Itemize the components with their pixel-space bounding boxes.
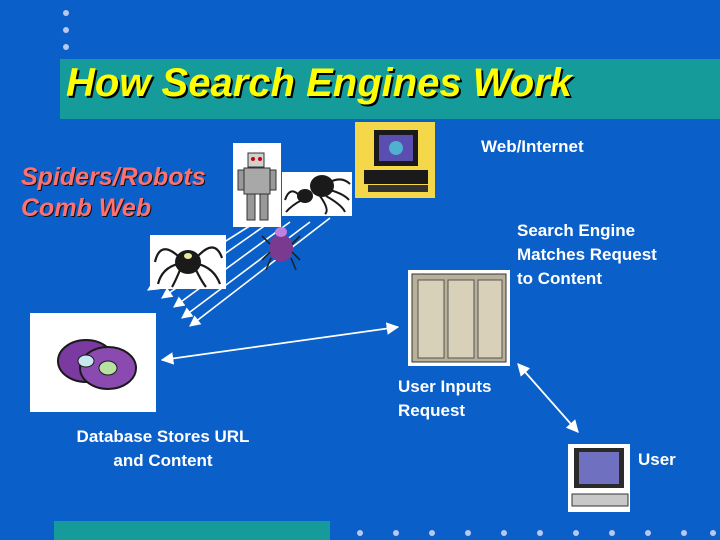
bullet-dot [501, 530, 507, 536]
crawl-arrow [173, 221, 291, 308]
spider-icon [282, 172, 352, 216]
search-engine-label: Search Engine Matches Request to Content [517, 219, 657, 291]
slide-title: How Search Engines Work [66, 61, 573, 105]
computer-icon [568, 444, 630, 512]
user-label: User [638, 450, 676, 469]
crawl-arrow [189, 217, 331, 327]
title-bar [60, 59, 720, 119]
server-icon [408, 270, 510, 366]
spiders-label-line: Spiders/Robots [21, 163, 206, 191]
spiders-robots-label: Spiders/Robots Comb Web [21, 162, 206, 224]
database-label: Database Stores URL and Content [60, 425, 266, 473]
bullet-dot [393, 530, 399, 536]
search-engine-label-line: to Content [517, 269, 602, 288]
bullet-dot [710, 530, 716, 536]
database-label-line: and Content [113, 451, 213, 470]
search-engine-label-line: Matches Request [517, 245, 657, 264]
cd-disc-icon [30, 313, 156, 412]
user-inputs-label-line: User Inputs [398, 377, 492, 396]
database-server-arrow [160, 322, 400, 365]
user-inputs-label-line: Request [398, 401, 466, 420]
bullet-dot [63, 44, 69, 50]
bullet-dot [357, 530, 363, 536]
robot-icon [233, 143, 281, 227]
bullet-dot [573, 530, 579, 536]
footer-bar [54, 521, 330, 540]
web-internet-label: Web/Internet [481, 137, 584, 156]
bullet-dot [609, 530, 615, 536]
globe-computer-icon [355, 122, 435, 198]
bullet-dot [429, 530, 435, 536]
spider-icon [150, 235, 226, 289]
bullet-dot [63, 27, 69, 33]
spiders-label-line: Comb Web [21, 194, 152, 222]
database-label-line: Database Stores URL [76, 427, 250, 446]
bullet-dot [63, 10, 69, 16]
bullet-dot [537, 530, 543, 536]
bullet-dot [681, 530, 687, 536]
search-engine-label-line: Search Engine [517, 221, 636, 240]
user-inputs-label: User Inputs Request [398, 375, 492, 423]
bullet-dot [645, 530, 651, 536]
server-user-arrow [517, 363, 579, 433]
spider-icon [261, 227, 301, 271]
bullet-dot [465, 530, 471, 536]
